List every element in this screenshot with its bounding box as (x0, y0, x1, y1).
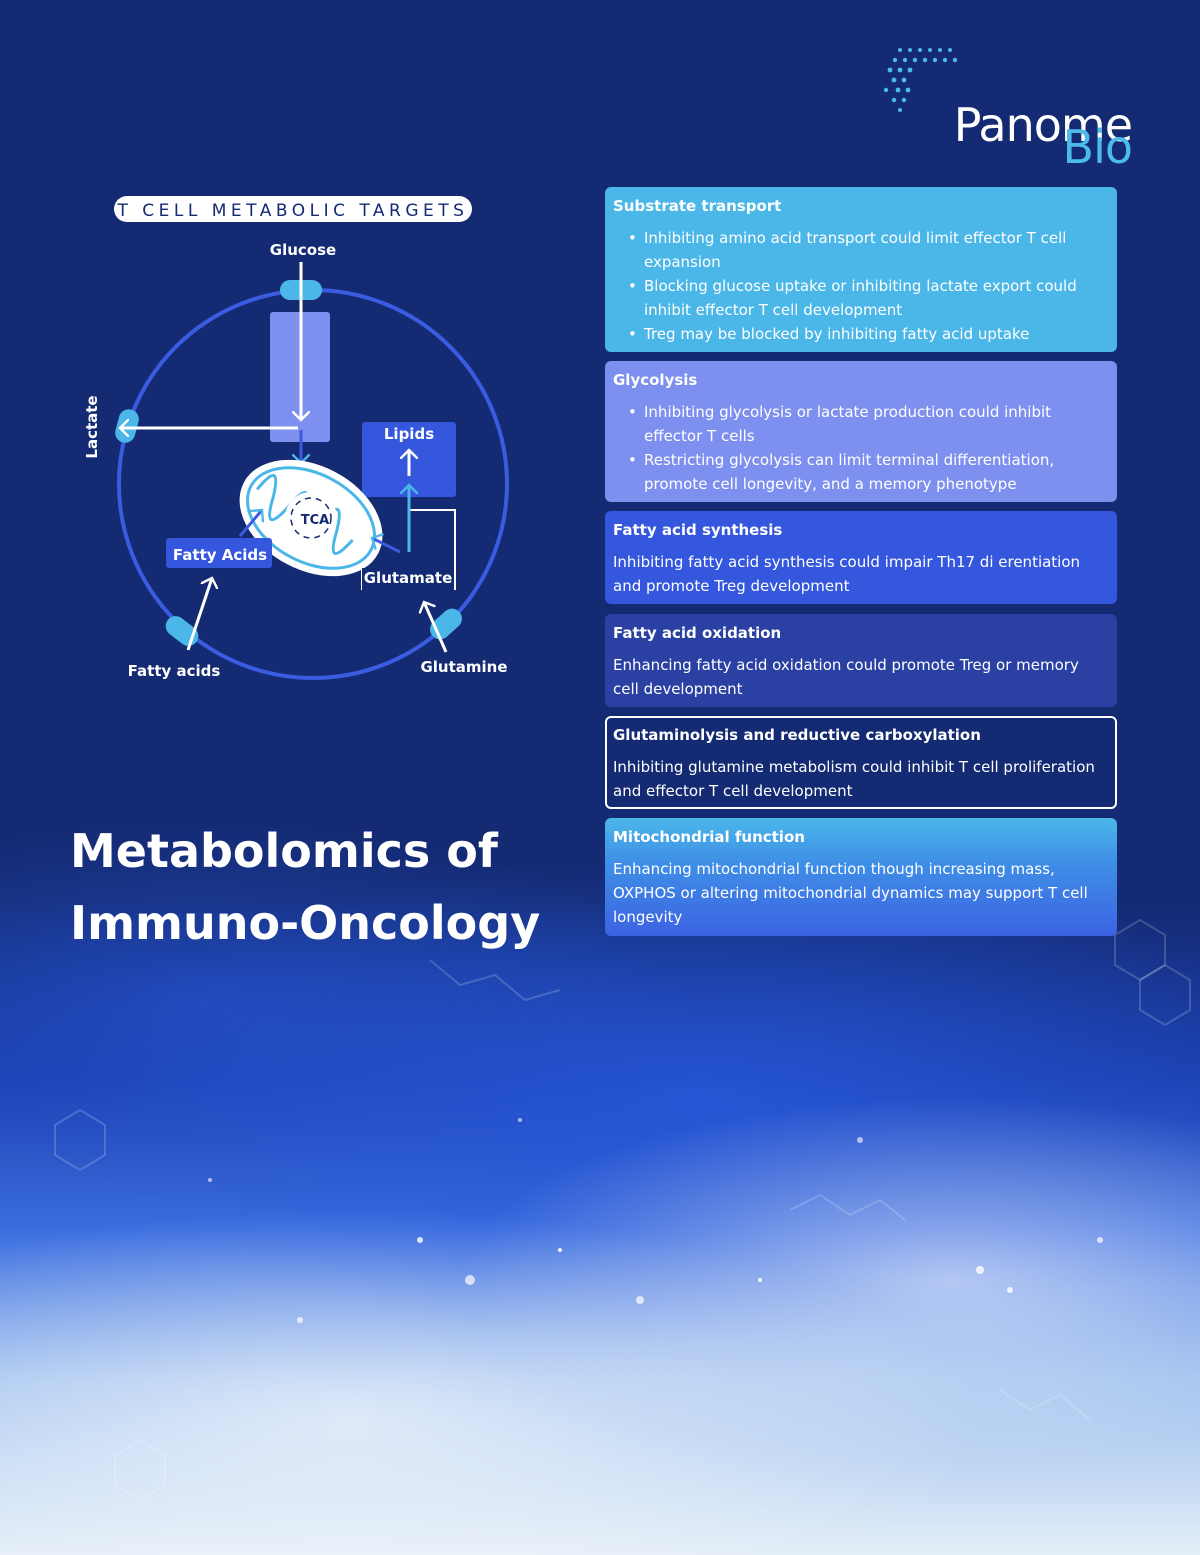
list-item: Restricting glycolysis can limit termina… (628, 448, 1108, 496)
fatty-acids-internal-label: Fatty Acids (173, 546, 267, 564)
glutamine-label: Glutamine (420, 658, 507, 676)
lactate-transporter (115, 409, 139, 443)
t-cell-metabolic-diagram: T CELL METABOLIC TARGETS Lipids Glucose … (83, 196, 509, 680)
list-item: Inhibiting amino acid transport could li… (628, 226, 1108, 274)
glucose-label: Glucose (270, 241, 336, 259)
lipids-label: Lipids (384, 425, 434, 443)
mitochondrion (239, 459, 383, 577)
panel-heading: Glycolysis (613, 371, 698, 389)
panel-text: Enhancing fatty acid oxidation could pro… (613, 656, 1079, 698)
glutamate-to-tca-arrow (372, 538, 401, 554)
panel-text: Inhibiting glutamine metabolism could in… (613, 758, 1095, 800)
panel-text: Inhibiting fatty acid synthesis could im… (613, 553, 1081, 595)
list-item: Blocking glucose uptake or inhibiting la… (628, 274, 1108, 322)
fatty-acid-oxidation-arrow (238, 510, 262, 537)
fatty-acids-external-label: Fatty acids (128, 662, 221, 680)
panel-heading: Fatty acid synthesis (613, 521, 783, 539)
glutamate-label: Glutamate (364, 569, 453, 587)
panel-fatty-acid-synthesis: Fatty acid synthesis Inhibiting fatty ac… (605, 511, 1117, 604)
panel-glutaminolysis: Glutaminolysis and reductive carboxylati… (605, 716, 1117, 809)
panel-mitochondrial-function: Mitochondrial function Enhancing mitocho… (605, 818, 1117, 936)
panel-substrate-transport: Substrate transport Inhibiting amino aci… (605, 187, 1117, 352)
panome-bio-logo: Panome Bio (880, 42, 1140, 172)
bullet-list: Inhibiting glycolysis or lactate product… (613, 400, 1108, 496)
glutamate-box (362, 568, 454, 590)
glutamine-uptake-arrow (424, 602, 448, 653)
fatty-acid-transporter (165, 616, 199, 646)
panel-heading: Fatty acid oxidation (613, 624, 782, 642)
fatty-acids-uptake-arrow (186, 578, 212, 651)
page-title-line2: Immuno-Oncology (70, 896, 541, 950)
tca-cycle-icon (290, 497, 332, 539)
fatty-acids-box (166, 538, 272, 568)
list-item: Inhibiting glycolysis or lactate product… (628, 400, 1108, 448)
diagram-heading-pill (114, 196, 472, 222)
panel-fatty-acid-oxidation: Fatty acid oxidation Enhancing fatty aci… (605, 614, 1117, 707)
logo-wordmark-panome: Panome (953, 98, 1133, 152)
panel-heading: Substrate transport (613, 197, 782, 215)
list-item: Treg may be blocked by inhibiting fatty … (628, 322, 1108, 346)
lactate-label: Lactate (83, 395, 101, 458)
panel-glycolysis: Glycolysis Inhibiting glycolysis or lact… (605, 361, 1117, 502)
panel-heading: Mitochondrial function (613, 828, 805, 846)
tca-label: TCA (301, 513, 329, 528)
panel-text: Enhancing mitochondrial function though … (613, 860, 1088, 926)
logo-dots-icon (883, 48, 958, 112)
page-title: Metabolomics of Immuno-Oncology (70, 815, 590, 959)
bullet-list: Inhibiting amino acid transport could li… (613, 226, 1108, 346)
diagram-heading: T CELL METABOLIC TARGETS (117, 201, 469, 221)
panel-heading: Glutaminolysis and reductive carboxylati… (613, 726, 981, 744)
page-title-line1: Metabolomics of (70, 824, 498, 878)
logo-wordmark-bio: Bio (1062, 120, 1133, 174)
